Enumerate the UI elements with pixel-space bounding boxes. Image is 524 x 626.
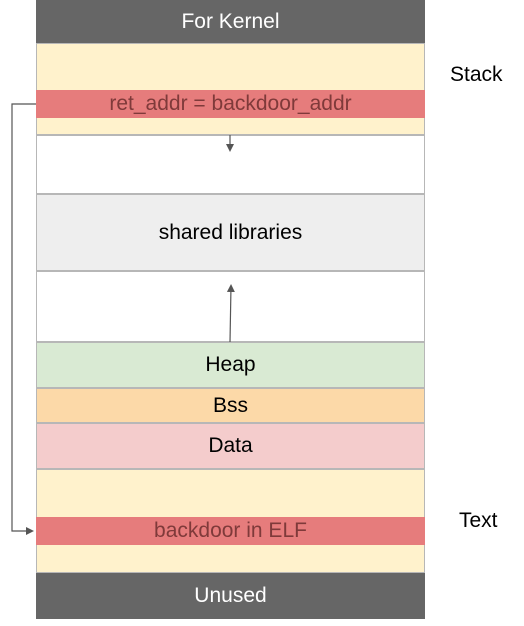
stack-label: Stack <box>450 63 503 86</box>
backdoor-segment: backdoor in ELF <box>36 517 425 545</box>
unused-segment: Unused <box>36 573 425 619</box>
heap-segment: Heap <box>36 342 425 388</box>
shared-libraries-segment: shared libraries <box>36 194 425 271</box>
heap-growth-arrow <box>226 284 235 343</box>
ret-addr-to-backdoor-arrow <box>11 103 36 535</box>
text-label: Text <box>459 509 498 532</box>
data-segment: Data <box>36 423 425 469</box>
ret-addr-segment: ret_addr = backdoor_addr <box>36 90 425 118</box>
kernel-segment: For Kernel <box>36 0 425 43</box>
stack-segment <box>36 43 425 135</box>
bss-segment: Bss <box>36 388 425 423</box>
